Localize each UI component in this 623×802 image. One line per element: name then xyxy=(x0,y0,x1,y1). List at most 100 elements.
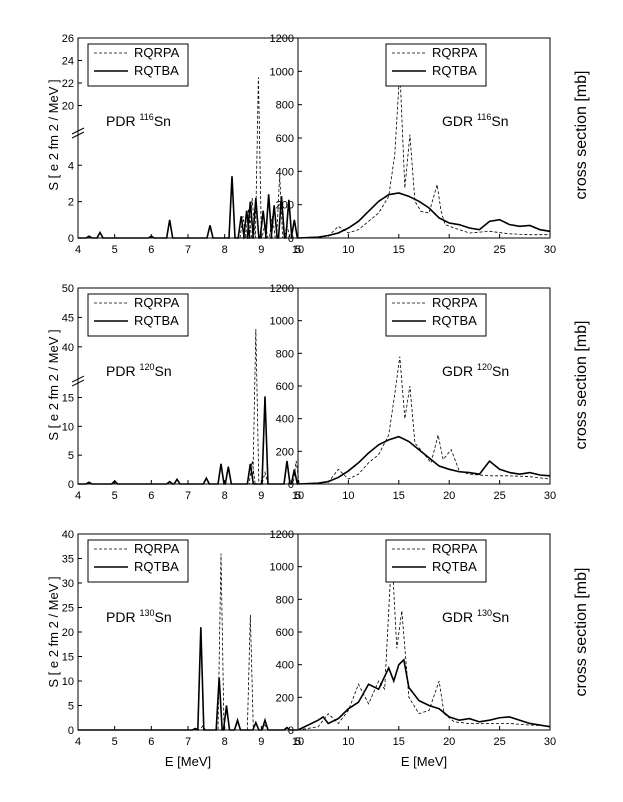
y-tick-label: 0 xyxy=(68,233,74,245)
y-tick-label: 10 xyxy=(62,676,74,688)
x-tick-label: 7 xyxy=(185,736,191,748)
x-tick-label: 9 xyxy=(258,490,264,502)
y-tick-label: 1200 xyxy=(270,529,294,541)
x-tick-label: 10 xyxy=(292,244,304,256)
x-tick-label: 9 xyxy=(258,244,264,256)
cross-section-label-row2: cross section [mb] xyxy=(573,321,590,450)
legend-box xyxy=(87,293,189,337)
x-tick-label: 6 xyxy=(148,490,154,502)
panel-annotation: PDR 116Sn xyxy=(106,112,171,129)
y-tick-label: 20 xyxy=(62,101,74,113)
x-tick-label: 5 xyxy=(112,244,118,256)
y-tick-label: 0 xyxy=(288,233,294,245)
x-tick-label: 10 xyxy=(342,244,354,256)
x-tick-label: 4 xyxy=(75,736,81,748)
y-tick-label: 5 xyxy=(68,701,74,713)
y-tick-label: 400 xyxy=(276,414,294,426)
annotation-prefix: GDR xyxy=(442,363,477,379)
annotation-prefix: PDR xyxy=(106,363,139,379)
legend-box xyxy=(385,293,487,337)
annotation-element: Sn xyxy=(492,363,509,379)
x-tick-label: 10 xyxy=(292,736,304,748)
series-rqrpa xyxy=(78,77,298,239)
annotation-mass: 130 xyxy=(477,608,492,618)
y-tick-label: 26 xyxy=(62,33,74,45)
legend-label: RQTBA xyxy=(432,63,477,78)
y-tick-label: 1000 xyxy=(270,562,294,574)
x-tick-label: 20 xyxy=(443,736,455,748)
x-tick-label: 30 xyxy=(544,736,556,748)
y-tick-label: 600 xyxy=(276,627,294,639)
annotation-element: Sn xyxy=(154,363,171,379)
x-tick-label: 20 xyxy=(443,490,455,502)
y-tick-label: 200 xyxy=(276,200,294,212)
ylabel-row1: S [ e 2 fm 2 / MeV ] xyxy=(46,79,61,190)
x-tick-label: 7 xyxy=(185,490,191,502)
annotation-element: Sn xyxy=(154,113,171,129)
series-rqrpa xyxy=(297,551,551,731)
ylabel-row3: S [ e 2 fm 2 / MeV ] xyxy=(46,576,61,687)
x-tick-label: 10 xyxy=(342,736,354,748)
annotation-element: Sn xyxy=(492,609,509,625)
y-tick-label: 15 xyxy=(62,652,74,664)
annotation-prefix: GDR xyxy=(442,113,477,129)
y-tick-label: 200 xyxy=(276,446,294,458)
y-tick-label: 5 xyxy=(68,450,74,462)
panel-annotation: GDR 116Sn xyxy=(442,112,508,129)
x-tick-label: 8 xyxy=(222,736,228,748)
y-tick-label: 800 xyxy=(276,100,294,112)
legend-label: RQTBA xyxy=(432,559,477,574)
x-tick-label: 7 xyxy=(185,244,191,256)
x-tick-label: 30 xyxy=(544,244,556,256)
y-tick-label: 0 xyxy=(288,479,294,491)
series-rqtba xyxy=(297,435,551,485)
series-rqrpa xyxy=(297,356,551,485)
annotation-mass: 120 xyxy=(139,362,154,372)
legend-box xyxy=(87,539,189,583)
legend-label: RQRPA xyxy=(134,45,180,60)
series-rqtba xyxy=(297,192,551,239)
y-tick-label: 0 xyxy=(68,479,74,491)
annotation-mass: 116 xyxy=(477,112,491,122)
annotation-prefix: GDR xyxy=(442,609,477,625)
legend-label: RQTBA xyxy=(134,559,179,574)
y-tick-label: 200 xyxy=(276,692,294,704)
x-tick-label: 15 xyxy=(393,736,405,748)
legend-box xyxy=(385,43,487,87)
x-tick-label: 25 xyxy=(493,736,505,748)
x-tick-label: 5 xyxy=(295,244,301,256)
annotation-element: Sn xyxy=(154,609,171,625)
legend-label: RQRPA xyxy=(134,541,180,556)
series-rqtba xyxy=(297,658,551,731)
y-tick-label: 800 xyxy=(276,348,294,360)
y-tick-label: 20 xyxy=(62,627,74,639)
ylabel-row2: S [ e 2 fm 2 / MeV ] xyxy=(46,329,61,440)
x-tick-label: 5 xyxy=(295,490,301,502)
y-tick-label: 50 xyxy=(62,283,74,295)
x-tick-label: 10 xyxy=(292,490,304,502)
x-tick-label: 30 xyxy=(544,490,556,502)
y-tick-label: 0 xyxy=(68,725,74,737)
x-tick-label: 10 xyxy=(342,490,354,502)
annotation-element: Sn xyxy=(491,113,508,129)
x-tick-label: 5 xyxy=(112,490,118,502)
x-tick-label: 15 xyxy=(393,490,405,502)
panel-annotation: GDR 120Sn xyxy=(442,362,509,379)
y-tick-label: 600 xyxy=(276,381,294,393)
legend-label: RQTBA xyxy=(432,313,477,328)
series-rqtba xyxy=(78,396,299,485)
y-tick-label: 15 xyxy=(62,393,74,405)
x-tick-label: 6 xyxy=(148,736,154,748)
y-tick-label: 35 xyxy=(62,554,74,566)
x-tick-label: 8 xyxy=(222,244,228,256)
x-tick-label: 6 xyxy=(148,244,154,256)
x-tick-label: 4 xyxy=(75,490,81,502)
y-tick-label: 2 xyxy=(68,197,74,209)
x-tick-label: 5 xyxy=(112,736,118,748)
legend-box xyxy=(87,43,189,87)
annotation-mass: 130 xyxy=(139,608,154,618)
y-tick-label: 400 xyxy=(276,166,294,178)
right-ylabels: cross section [mb] cross section [mb] cr… xyxy=(573,71,590,697)
